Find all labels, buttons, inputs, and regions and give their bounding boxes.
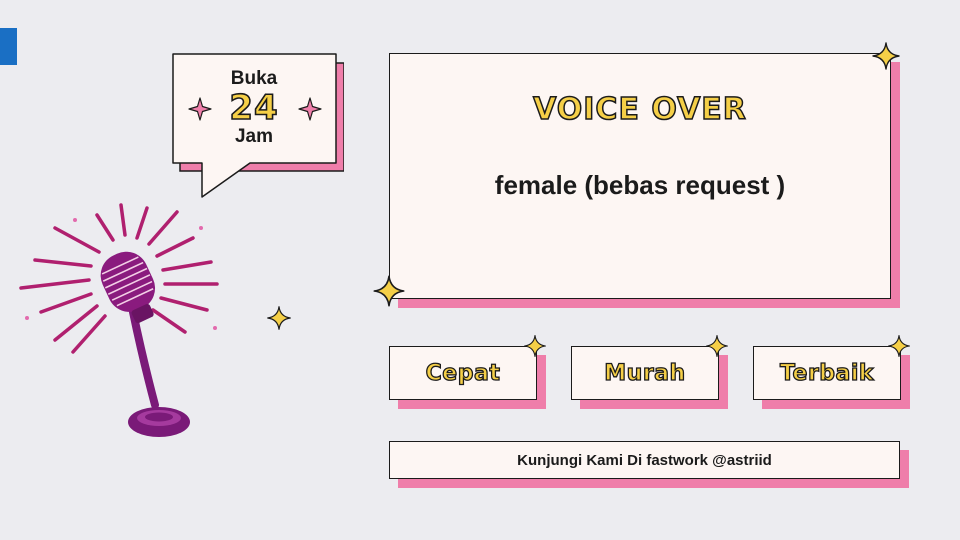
star-main-top-right-icon xyxy=(872,42,900,70)
voice-over-card: VOICE OVER female (bebas request ) xyxy=(389,53,899,307)
tag-cepat: Cepat xyxy=(389,346,545,408)
star-tag-cepat-icon xyxy=(524,335,546,357)
left-sparkle-icon xyxy=(188,97,212,121)
corner-tab xyxy=(0,28,17,65)
tag-murah: Murah xyxy=(571,346,727,408)
footer-text: Kunjungi Kami Di fastwork @astriid xyxy=(517,451,772,469)
main-subtitle: female (bebas request ) xyxy=(494,170,786,200)
tag-label: Murah xyxy=(604,360,686,386)
bubble-text: Buka 24 Jam xyxy=(172,53,336,163)
tag-label: Terbaik xyxy=(779,360,875,386)
ray-dots xyxy=(25,218,217,330)
sound-rays xyxy=(19,203,219,354)
bubble-top-label: Buka xyxy=(230,68,278,89)
bubble-hours-number: 24 xyxy=(229,88,279,128)
star-tag-terbaik-icon xyxy=(888,335,910,357)
main-title: VOICE OVER xyxy=(532,91,747,128)
right-sparkle-icon xyxy=(298,97,322,121)
tag-terbaik: Terbaik xyxy=(753,346,909,408)
star-floating-icon xyxy=(267,306,291,330)
footer-banner: Kunjungi Kami Di fastwork @astriid xyxy=(389,441,908,487)
bubble-bottom-label: Jam xyxy=(234,126,274,147)
tag-label: Cepat xyxy=(425,360,501,386)
star-tag-murah-icon xyxy=(706,335,728,357)
microphone-icon xyxy=(19,203,219,437)
hours-speech-bubble: Buka 24 Jam xyxy=(172,53,344,203)
star-main-bottom-left-icon xyxy=(373,275,405,307)
speech-bubble-shape xyxy=(172,53,344,198)
